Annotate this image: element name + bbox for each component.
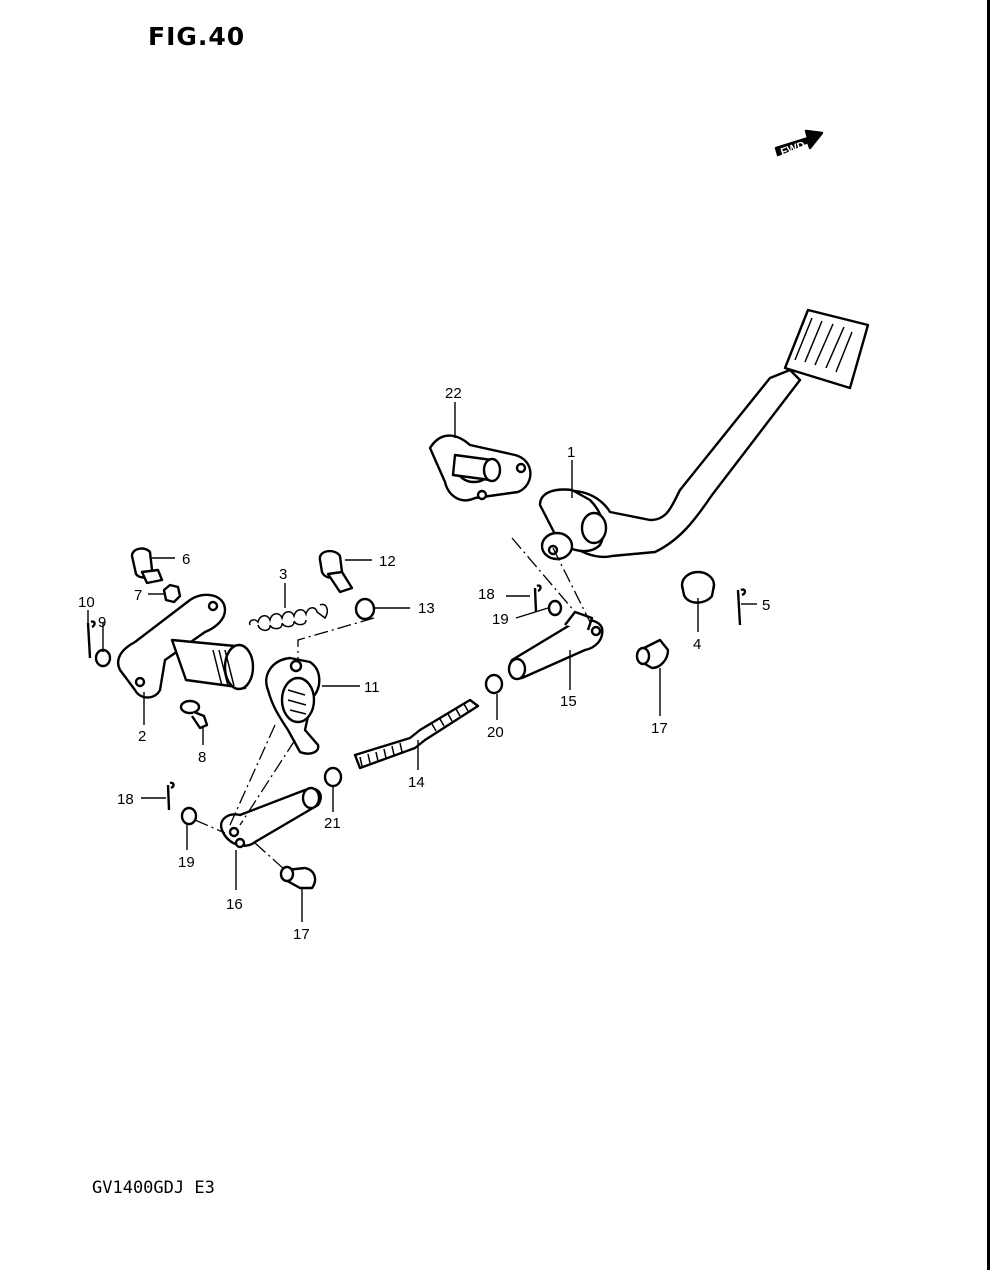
assembly-lines [194,537,591,871]
adjuster-rod [353,698,480,770]
cotter-pin-5 [736,588,747,626]
callout-9: 9 [98,614,106,631]
callout-16: 16 [226,896,243,913]
cotter-pin-18-upper [533,584,542,613]
callout-13: 13 [418,600,435,617]
callout-20: 20 [487,724,504,741]
nut-7 [162,583,182,604]
clevis-pin-17-upper [635,638,670,670]
brake-arm [265,656,321,755]
return-spring [248,603,328,632]
rod-end-joint-upper [507,610,604,681]
clevis-pin-17-lower [279,865,317,890]
washer-19-lower [180,806,198,826]
callout-15: 15 [560,693,577,710]
callout-17-upper: 17 [651,720,668,737]
leader-lines [87,402,757,922]
washer-19-upper [547,599,563,617]
callout-10: 10 [78,594,95,611]
washer-9 [94,648,112,668]
callout-7: 7 [134,587,142,604]
callout-21: 21 [324,815,341,832]
nut-20 [484,673,504,695]
fwd-label: FWD [779,140,807,159]
callout-11: 11 [364,679,380,696]
callout-6: 6 [182,551,190,568]
callout-12: 12 [379,553,396,570]
callout-14: 14 [408,774,425,791]
pedal-cap [680,570,716,604]
clevis-pin-8 [179,699,209,730]
fwd-arrow-icon: FWD [774,129,824,159]
callout-22: 22 [445,385,462,402]
brake-pedal [538,308,870,561]
shaft-lever [116,593,255,699]
callout-3: 3 [279,566,287,583]
model-code: GV1400GDJ E3 [92,1178,215,1198]
callout-2: 2 [138,728,146,745]
callout-19-lower: 19 [178,854,195,871]
pedal-bracket [428,434,532,502]
callout-18-lower: 18 [117,791,134,808]
rod-end-joint-lower [219,786,322,849]
page-edge-line [987,0,990,1270]
cotter-pin-10 [86,620,96,659]
bolt-12 [318,549,354,594]
cotter-pin-18-lower [166,781,175,811]
callout-17-lower: 17 [293,926,310,943]
bolt-6 [130,547,164,585]
callout-1: 1 [567,444,575,461]
callout-5: 5 [762,597,770,614]
callout-4: 4 [693,636,701,653]
washer-13 [354,597,376,621]
callout-8: 8 [198,749,206,766]
callout-19-upper: 19 [492,611,509,628]
callouts: 1 2 3 4 5 6 7 8 9 10 11 12 13 14 15 16 1… [78,385,770,943]
callout-18-upper: 18 [478,586,495,603]
nut-21 [323,766,343,788]
figure-title: FIG.40 [148,22,246,51]
